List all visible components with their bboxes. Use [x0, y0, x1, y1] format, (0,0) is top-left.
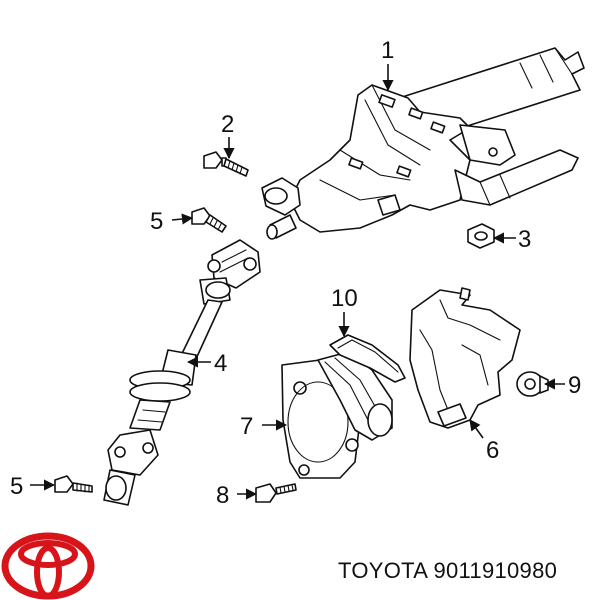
seal-part-10	[329, 334, 406, 383]
grommet-part-9	[516, 371, 549, 397]
callout-7: 7	[240, 413, 253, 440]
callout-3: 3	[518, 226, 531, 253]
brand-name: TOYOTA	[338, 558, 428, 583]
callout-6: 6	[486, 437, 499, 464]
callout-4: 4	[214, 350, 227, 377]
intermediate-shaft-part-4	[103, 239, 261, 506]
bolt-part-5-upper	[191, 207, 227, 233]
hole-cover-part-7	[281, 351, 393, 479]
nut-part-3	[467, 223, 495, 249]
callout-5-upper: 5	[150, 208, 163, 235]
leader-lines	[30, 64, 565, 500]
callout-1: 1	[381, 37, 394, 64]
leader-5a	[171, 213, 194, 225]
steering-column-assembly	[261, 47, 585, 240]
part-number: 9011910980	[433, 558, 558, 583]
callout-2: 2	[221, 111, 234, 138]
callout-9: 9	[568, 372, 581, 399]
part-caption: TOYOTA 9011910980	[338, 558, 557, 584]
toyota-logo-icon	[1, 532, 95, 600]
callout-8: 8	[216, 482, 229, 509]
column-cover-part-6	[409, 287, 521, 429]
bolt-part-2	[203, 151, 249, 177]
bolt-part-5-lower	[54, 475, 93, 493]
leader-6	[469, 419, 484, 439]
callout-5-lower: 5	[10, 473, 23, 500]
callout-numbers: 1 2 3 4 5 5 6 7 8 9 10	[10, 37, 581, 509]
bolt-part-8	[255, 483, 297, 503]
callout-10: 10	[331, 285, 358, 312]
